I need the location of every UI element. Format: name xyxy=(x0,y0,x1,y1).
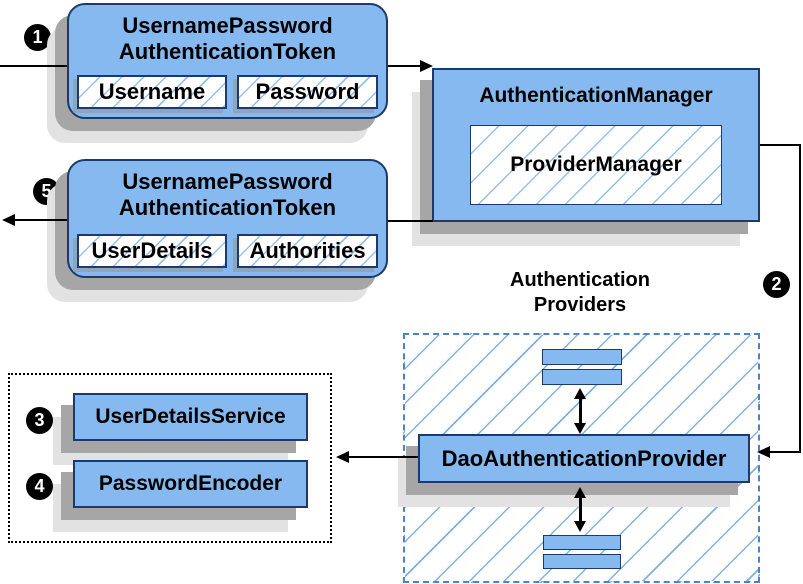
step-2-number: 2 xyxy=(771,274,782,294)
provider-placeholder-bar xyxy=(542,369,622,385)
manager-to-dao-line-top xyxy=(760,144,801,146)
manager-to-token-line xyxy=(388,220,433,222)
step-4-badge: 4 xyxy=(26,473,53,500)
provider-placeholder-bar xyxy=(543,554,621,569)
step-5-badge: 5 xyxy=(33,178,60,205)
arrowhead-left-icon xyxy=(336,451,349,463)
response-token-title: UsernamePassword AuthenticationToken xyxy=(119,169,336,221)
step-4-number: 4 xyxy=(34,476,45,496)
response-token-fields: UserDetails Authorities xyxy=(69,234,386,268)
authorities-field: Authorities xyxy=(237,234,378,268)
dao-authentication-provider-node: DaoAuthenticationProvider xyxy=(418,434,750,483)
provider-placeholder-bar xyxy=(542,349,622,365)
authentication-manager-node: AuthenticationManager ProviderManager xyxy=(432,68,760,222)
step-2-badge: 2 xyxy=(763,271,790,298)
services-container xyxy=(8,373,332,543)
authentication-providers-label-line2: Providers xyxy=(533,294,627,316)
arrowhead-up-icon xyxy=(574,388,586,399)
step-1-number: 1 xyxy=(32,27,43,47)
request-token-title-line2: AuthenticationToken xyxy=(118,39,337,64)
arrowhead-down-icon xyxy=(574,423,586,434)
provider-manager-node: ProviderManager xyxy=(470,125,722,205)
arrowhead-down-icon xyxy=(574,521,586,532)
manager-to-dao-line-bottom xyxy=(768,451,801,453)
password-encoder-node: PasswordEncoder xyxy=(73,460,308,508)
dao-to-services-line xyxy=(348,456,418,458)
authentication-providers-label-line1: Authentication xyxy=(510,269,650,291)
arrowhead-right-icon xyxy=(420,60,433,72)
incoming-request-line xyxy=(0,65,67,67)
request-token-fields: Username Password xyxy=(69,75,386,109)
username-field: Username xyxy=(77,75,227,109)
step-5-number: 5 xyxy=(41,181,52,201)
response-token-node: UsernamePassword AuthenticationToken Use… xyxy=(67,159,388,278)
password-field: Password xyxy=(237,75,378,109)
step-3-number: 3 xyxy=(34,410,45,430)
response-token-title-line1: UsernamePassword xyxy=(122,169,333,194)
token-to-manager-line xyxy=(388,65,422,67)
authentication-providers-label: Authentication Providers xyxy=(430,268,730,318)
step-3-badge: 3 xyxy=(26,407,53,434)
user-details-service-node: UserDetailsService xyxy=(73,393,308,441)
arrowhead-left-icon xyxy=(757,446,770,458)
dao-bars-link-line xyxy=(579,496,582,525)
user-details-field: UserDetails xyxy=(77,234,227,268)
request-token-title-line1: UsernamePassword xyxy=(122,13,333,38)
step-1-badge: 1 xyxy=(24,24,51,51)
manager-to-dao-line-vertical xyxy=(799,144,801,453)
bars-dao-link-line xyxy=(579,397,582,426)
response-token-title-line2: AuthenticationToken xyxy=(118,195,337,220)
arrowhead-up-icon xyxy=(574,487,586,498)
authentication-manager-title: AuthenticationManager xyxy=(479,84,713,107)
outgoing-response-line xyxy=(12,219,67,221)
arrowhead-left-icon xyxy=(2,214,15,226)
request-token-node: UsernamePassword AuthenticationToken Use… xyxy=(67,3,388,119)
request-token-title: UsernamePassword AuthenticationToken xyxy=(119,13,336,65)
provider-placeholder-bar xyxy=(543,535,621,550)
